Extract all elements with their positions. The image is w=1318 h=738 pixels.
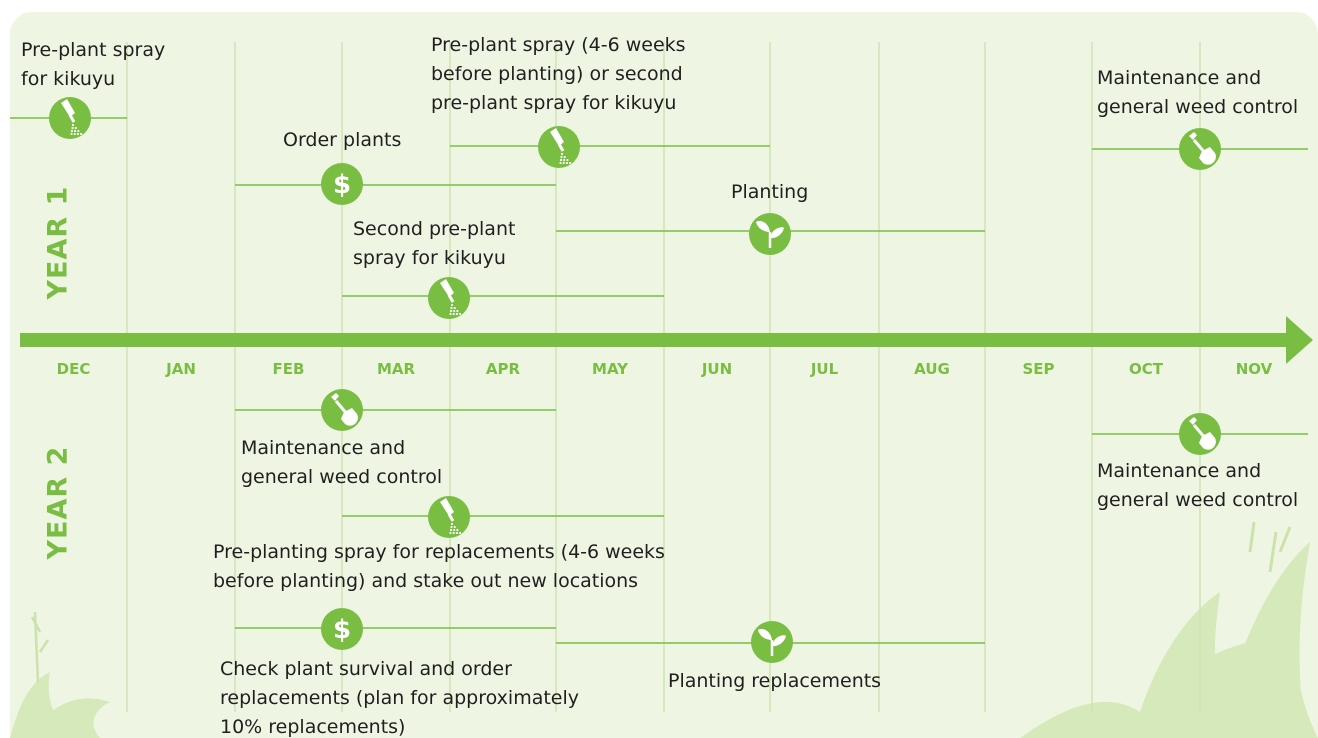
svg-text:$: $ xyxy=(333,615,351,645)
month-label-dec: DEC xyxy=(56,360,91,378)
year1-event-5 xyxy=(556,213,985,255)
year2-event-label: Check plant survival and order replacemen… xyxy=(220,655,579,738)
year2-event-5 xyxy=(1092,413,1308,455)
month-label-apr: APR xyxy=(485,360,521,378)
spray-icon xyxy=(428,496,470,538)
event-label-line: Maintenance and xyxy=(1097,67,1262,89)
month-label-nov: NOV xyxy=(1235,360,1273,378)
seedling-icon xyxy=(749,213,791,255)
month-gridlines xyxy=(126,42,1201,712)
year1-event-label: Pre-plant spray (4-6 weeks before plantin… xyxy=(431,31,686,118)
event-label-line: Check plant survival and order xyxy=(220,658,512,680)
spray-icon xyxy=(428,277,470,319)
year1-event-label: Order plants xyxy=(283,126,401,155)
month-label-mar: MAR xyxy=(376,360,416,378)
event-label-line: Second pre-plant xyxy=(353,218,516,240)
month-label-jun: JUN xyxy=(701,360,733,378)
event-label-line: Pre-plant spray (4-6 weeks xyxy=(431,34,686,56)
month-label-aug: AUG xyxy=(914,360,950,378)
event-label-line: pre-plant spray for kikuyu xyxy=(431,92,677,114)
grass-decoration-right xyxy=(1020,521,1318,738)
year2-event-3: $ xyxy=(235,608,556,650)
year2-event-2 xyxy=(342,496,664,538)
event-label-line: Order plants xyxy=(283,129,402,151)
grass-decoration-left xyxy=(10,611,110,738)
event-label-line: spray for kikuyu xyxy=(353,247,506,269)
year2-event-label: Maintenance and general weed control xyxy=(1097,457,1298,515)
year2-event-label: Maintenance and general weed control xyxy=(241,434,442,492)
shovel-icon xyxy=(321,389,363,431)
year2-label: YEAR 2 xyxy=(42,445,74,560)
event-label-line: 10% replacements) xyxy=(220,716,406,738)
event-label-line: general weed control xyxy=(241,466,443,488)
year1-label: YEAR 1 xyxy=(42,185,74,300)
event-label-line: before planting) or second xyxy=(431,63,683,85)
year1-event-label: Maintenance and general weed control xyxy=(1097,64,1298,122)
event-label-line: Planting replacements xyxy=(668,670,882,692)
event-label-line: Pre-planting spray for replacements (4-6… xyxy=(213,541,665,563)
spray-icon xyxy=(49,97,91,139)
event-label-line: Maintenance and xyxy=(241,437,406,459)
year2-event-label: Planting replacements xyxy=(668,667,881,696)
year1-event-1 xyxy=(10,97,127,139)
month-label-jul: JUL xyxy=(810,360,839,378)
year1-event-6 xyxy=(1092,128,1308,170)
svg-text:$: $ xyxy=(333,170,351,200)
year1-event-label: Planting xyxy=(731,178,808,207)
year1-event-label: Second pre-plant spray for kikuyu xyxy=(353,215,515,273)
event-label-line: Planting xyxy=(731,181,809,203)
year2-event-4 xyxy=(556,621,985,663)
month-label-may: MAY xyxy=(592,360,628,378)
event-label-line: Maintenance and xyxy=(1097,460,1262,482)
month-label-oct: OCT xyxy=(1129,360,1163,378)
event-label-line: for kikuyu xyxy=(21,68,116,90)
seedling-icon xyxy=(751,621,793,663)
event-label-line: Pre-plant spray xyxy=(21,39,166,61)
year2-event-label: Pre-planting spray for replacements (4-6… xyxy=(213,538,665,596)
year1-event-label: Pre-plant spray for kikuyu xyxy=(21,36,165,94)
dollar-icon: $ xyxy=(321,608,363,650)
timeline-arrow xyxy=(20,316,1313,364)
month-label-sep: SEP xyxy=(1022,360,1055,378)
spray-icon xyxy=(538,126,580,168)
shovel-icon xyxy=(1179,413,1221,455)
year1-event-2: $ xyxy=(235,163,556,205)
event-label-line: before planting) and stake out new locat… xyxy=(213,570,639,592)
event-label-line: replacements (plan for approximately xyxy=(220,687,580,709)
year2-event-1 xyxy=(235,389,556,431)
timeline-graphics: $$ xyxy=(10,42,1318,738)
month-label-jan: JAN xyxy=(166,360,196,378)
shovel-icon xyxy=(1179,128,1221,170)
year1-event-3 xyxy=(450,126,770,168)
event-bars: $$ xyxy=(10,97,1308,663)
year1-event-4 xyxy=(342,277,664,319)
month-label-feb: FEB xyxy=(272,360,305,378)
event-label-line: general weed control xyxy=(1097,489,1299,511)
dollar-icon: $ xyxy=(321,163,363,205)
event-label-line: general weed control xyxy=(1097,96,1299,118)
